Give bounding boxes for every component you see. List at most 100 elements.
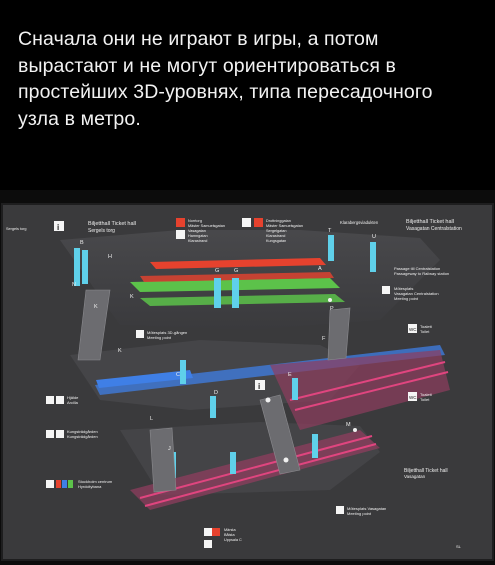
ticket-hall-vasagatan: Biljetthall Ticket hall Vasagatan [404, 468, 448, 479]
red-line-upper-2 [140, 272, 334, 282]
svg-text:C: C [176, 372, 180, 378]
pink-track-3 [289, 361, 446, 401]
svg-text:N: N [72, 282, 76, 288]
svg-text:Klarastrand: Klarastrand [266, 234, 285, 238]
stair-ramps [77, 289, 351, 493]
svg-text:WC: WC [409, 395, 417, 400]
svg-text:Toilet: Toilet [420, 397, 430, 402]
metro-icon [204, 540, 212, 548]
svg-text:Kungsgatan: Kungsgatan [266, 239, 286, 243]
meeting-point-bottom: Mötesplats Vasagatan Meeting point [336, 506, 386, 516]
svg-text:Hamngatan: Hamngatan [188, 234, 208, 238]
toilet-icon [408, 392, 417, 401]
sergels-torg-edge-label: Sergels torg [6, 227, 26, 231]
svg-text:T: T [328, 228, 332, 234]
exits-legend: Kungsträdgården Kungsträdgården [46, 429, 98, 439]
svg-text:Meeting point: Meeting point [347, 511, 372, 516]
svg-text:H: H [108, 254, 112, 260]
svg-text:M: M [346, 422, 351, 428]
elevator-legend: Hjälde Arcilla [46, 395, 79, 405]
copyright-label: SL [456, 544, 462, 549]
svg-text:Biljetthall Ticket hall: Biljetthall Ticket hall [404, 468, 448, 474]
svg-text:Passageway to Railway station: Passageway to Railway station [394, 271, 449, 276]
svg-text:G: G [234, 268, 238, 274]
ticket-hall-subtitle-right: Vasagatan Centralstation [406, 226, 462, 232]
info-icon: i [255, 380, 265, 391]
ticket-hall-title-right: Biljetthall Ticket hall [406, 219, 454, 225]
svg-text:Passage till Centralstation: Passage till Centralstation [394, 266, 440, 271]
svg-text:WC: WC [409, 327, 417, 332]
svg-text:J: J [168, 446, 171, 452]
caption-line-3: простейших 3D-уровнях, типа пересадочног… [18, 81, 433, 104]
toilet-right-top: WC Toalett Toilet [408, 324, 433, 334]
svg-text:L: L [150, 416, 153, 422]
svg-text:i: i [258, 382, 260, 391]
meeting-point-middle: Mötesplats 3D-gången Meeting point [136, 330, 187, 340]
svg-text:Toalett: Toalett [420, 392, 433, 397]
waypoint-dots [265, 298, 357, 463]
svg-text:K: K [94, 304, 98, 310]
elevator-icon [46, 396, 54, 404]
svg-text:Norrtorg: Norrtorg [188, 219, 202, 223]
svg-text:A: A [318, 266, 322, 272]
svg-text:F: F [322, 336, 326, 342]
caption-line-4: узла в метро. [18, 107, 141, 130]
green-line-upper-2 [140, 294, 345, 306]
toilet-icon [408, 324, 417, 333]
lines-legend: Stockholm centrum Hyrdcitybana [46, 479, 113, 489]
svg-text:G: G [215, 268, 219, 274]
svg-text:Mötesplats Vasagatan: Mötesplats Vasagatan [347, 506, 386, 511]
svg-text:D: D [214, 390, 218, 396]
klarabergsviadukten-label: Klarabergsviadukten [340, 220, 379, 225]
ticket-hall-sergels: i Biljetthall Ticket hall Sergels torg [54, 221, 136, 234]
svg-text:Kungsträdgården: Kungsträdgården [67, 429, 98, 434]
escalators [74, 235, 376, 478]
svg-text:P: P [330, 306, 334, 312]
svg-text:K: K [118, 348, 122, 354]
legend-block-right: Drottninggatan Mäster Samuelsgatan Serge… [242, 218, 303, 243]
svg-text:Sergelgatan: Sergelgatan [266, 229, 286, 233]
svg-text:Bålsta: Bålsta [224, 533, 235, 537]
svg-text:Toalett: Toalett [420, 324, 433, 329]
ticket-hall-title-left: Biljetthall Ticket hall [88, 221, 136, 227]
toilet-right-mid: WC Toalett Toilet [408, 392, 433, 402]
svg-text:Toilet: Toilet [420, 329, 430, 334]
svg-text:Meeting point: Meeting point [147, 335, 172, 340]
metro-map-photo[interactable]: i Biljetthall Ticket hall Sergels torg B… [0, 190, 495, 565]
metro-map-svg: i Biljetthall Ticket hall Sergels torg B… [1, 203, 494, 561]
svg-text:Vasagatan: Vasagatan [404, 474, 426, 479]
svg-text:Märsta: Märsta [224, 528, 236, 532]
svg-text:Hyrdcitybana: Hyrdcitybana [78, 484, 102, 489]
blue-line-platform [96, 370, 193, 388]
svg-text:Drottninggatan: Drottninggatan [266, 219, 291, 223]
pink-track-2 [144, 443, 377, 507]
passage-label: Passage till Centralstation Passageway t… [394, 266, 449, 276]
svg-text:B: B [80, 240, 84, 246]
bottom-legend: Märsta Bålsta Uppsala C [204, 528, 242, 548]
legend-block-middle: Norrtorg Mäster Samuelsgatan Vasagatan H… [176, 218, 225, 243]
caption-line-2: вырастают и не могут ориентироваться в [18, 54, 396, 77]
post-caption: Сначала они не играют в игры, а потом вы… [18, 26, 488, 132]
svg-text:i: i [57, 223, 59, 232]
train-icon [204, 528, 212, 536]
svg-text:U: U [372, 234, 376, 240]
svg-text:Meeting point: Meeting point [394, 296, 419, 301]
svg-text:E: E [288, 372, 292, 378]
ticket-hall-vasagatan-centralstation: Biljetthall Ticket hall Vasagatan Centra… [406, 219, 462, 232]
svg-text:Vasagatan: Vasagatan [188, 229, 206, 233]
red-line-upper [150, 258, 326, 269]
svg-text:Mäster Samuelsgatan: Mäster Samuelsgatan [266, 224, 303, 228]
svg-text:Mäster Samuelsgatan: Mäster Samuelsgatan [188, 224, 225, 228]
meeting-point-right: Mötesplats Vasagatan Centralstation Meet… [382, 286, 439, 301]
letter-markers: B N H K K G G A T U P F C D E J L M K [72, 228, 376, 452]
svg-text:Vasagatan Centralstation: Vasagatan Centralstation [394, 291, 439, 296]
caption-line-1: Сначала они не играют в игры, а потом [18, 28, 379, 50]
svg-text:Arcilla: Arcilla [67, 400, 79, 405]
pink-track-1 [139, 435, 373, 499]
svg-text:Klarastrand: Klarastrand [188, 239, 207, 243]
svg-text:Uppsala C: Uppsala C [224, 538, 242, 542]
ticket-hall-subtitle-left: Sergels torg [88, 228, 115, 234]
svg-text:Mötesplats: Mötesplats [394, 286, 413, 291]
svg-text:Kungsträdgården: Kungsträdgården [67, 434, 98, 439]
svg-text:K: K [130, 294, 134, 300]
